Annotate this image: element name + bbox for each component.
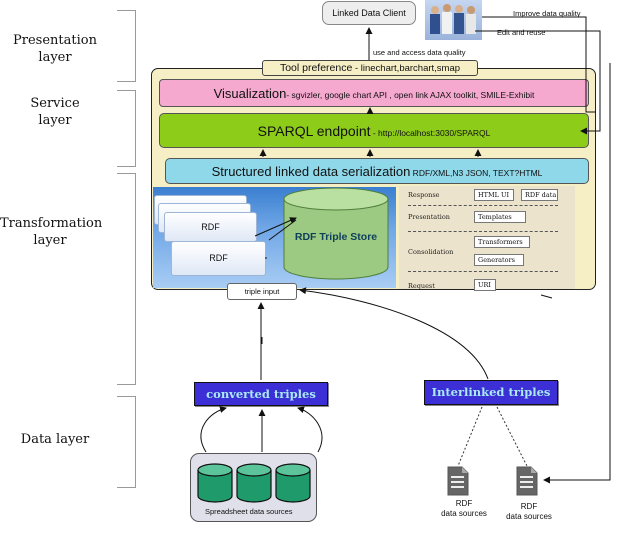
visualization-title: Visualization (213, 86, 287, 101)
improve-quality-note: Improve data quality (513, 9, 581, 18)
rdf-document-icon-1 (447, 466, 469, 496)
service-bracket (117, 90, 136, 167)
edit-reuse-note: Edit and reuse (497, 28, 546, 37)
rdf-card-b: RDF (171, 241, 266, 276)
sparql-title: SPARQL endpoint (257, 123, 371, 139)
uri-box: URI (474, 279, 496, 291)
interlinked-triples-box: Interlinked triples (424, 380, 558, 405)
tool-preference-title: Tool preference (279, 62, 353, 74)
triple-input-box: triple input (227, 283, 297, 300)
rdf-sources-2-line2: data sources (506, 512, 552, 521)
data-bracket (117, 396, 136, 488)
panel-divider-1 (408, 205, 558, 206)
panel-request-label: Request (408, 282, 435, 290)
panel-divider-3 (408, 271, 558, 272)
transformers-box: Transformers (474, 236, 530, 248)
rdf-data-box: RDF data (521, 189, 558, 201)
rdf-sources-1-line1: RDF (455, 499, 473, 508)
transformation-layer-label: Transformation layer (0, 216, 103, 248)
rdf-card-a: RDF (164, 212, 257, 242)
database-icons (197, 463, 311, 503)
rdf-sources-1-line2: data sources (441, 509, 487, 518)
templates-box: Templates (474, 211, 526, 223)
converted-triples-box: converted triples (194, 382, 328, 406)
rdf-sources-label-1: RDF data sources (432, 499, 496, 519)
rdf-document-icon-2 (516, 466, 538, 496)
data-layer-label: Data layer (20, 432, 90, 447)
presentation-bracket (117, 10, 136, 82)
tool-preference-detail: - linechart,barchart,smap (352, 63, 461, 74)
visualization-detail: - sgvizler, google chart API , open link… (286, 90, 535, 100)
rdf-sources-label-2: RDF data sources (497, 502, 561, 522)
sparql-endpoint-box: SPARQL endpoint - http://localhost:3030/… (159, 113, 589, 148)
spreadsheet-sources-label: Spreadsheet data sources (205, 507, 293, 516)
serialization-box: Structured linked data serialization RDF… (165, 158, 589, 184)
html-ui-box: HTML UI (474, 189, 514, 201)
sparql-detail: - http://localhost:3030/SPARQL (370, 128, 491, 138)
transformation-bracket (117, 173, 136, 385)
presentation-layer-label: Presentation layer (13, 33, 97, 65)
rdf-sources-2-line1: RDF (520, 502, 538, 511)
panel-consolidation-label: Consolidation (408, 248, 454, 256)
linked-data-client: Linked Data Client (322, 1, 416, 25)
panel-divider-2 (408, 231, 558, 232)
rdf-triple-store-cylinder: RDF Triple Store (283, 187, 389, 281)
use-access-note: use and access data quality (373, 48, 466, 57)
visualization-box: Visualization- sgvizler, google chart AP… (159, 79, 589, 107)
rdf-triple-store-label: RDF Triple Store (294, 231, 378, 243)
panel-response-label: Response (408, 191, 440, 199)
service-layer-label: Service layer (30, 96, 80, 128)
serialization-title: Structured linked data serialization (211, 164, 411, 179)
tool-preference-box: Tool preference - linechart,barchart,sma… (262, 60, 478, 76)
spreadsheet-sources-box: Spreadsheet data sources (190, 453, 317, 522)
users-photo (425, 0, 482, 40)
serialization-detail: RDF/XML,N3 JSON, TEXT?HTML (410, 168, 543, 178)
generators-box: Generators (474, 254, 524, 266)
panel-presentation-label: Presentation (408, 213, 450, 221)
